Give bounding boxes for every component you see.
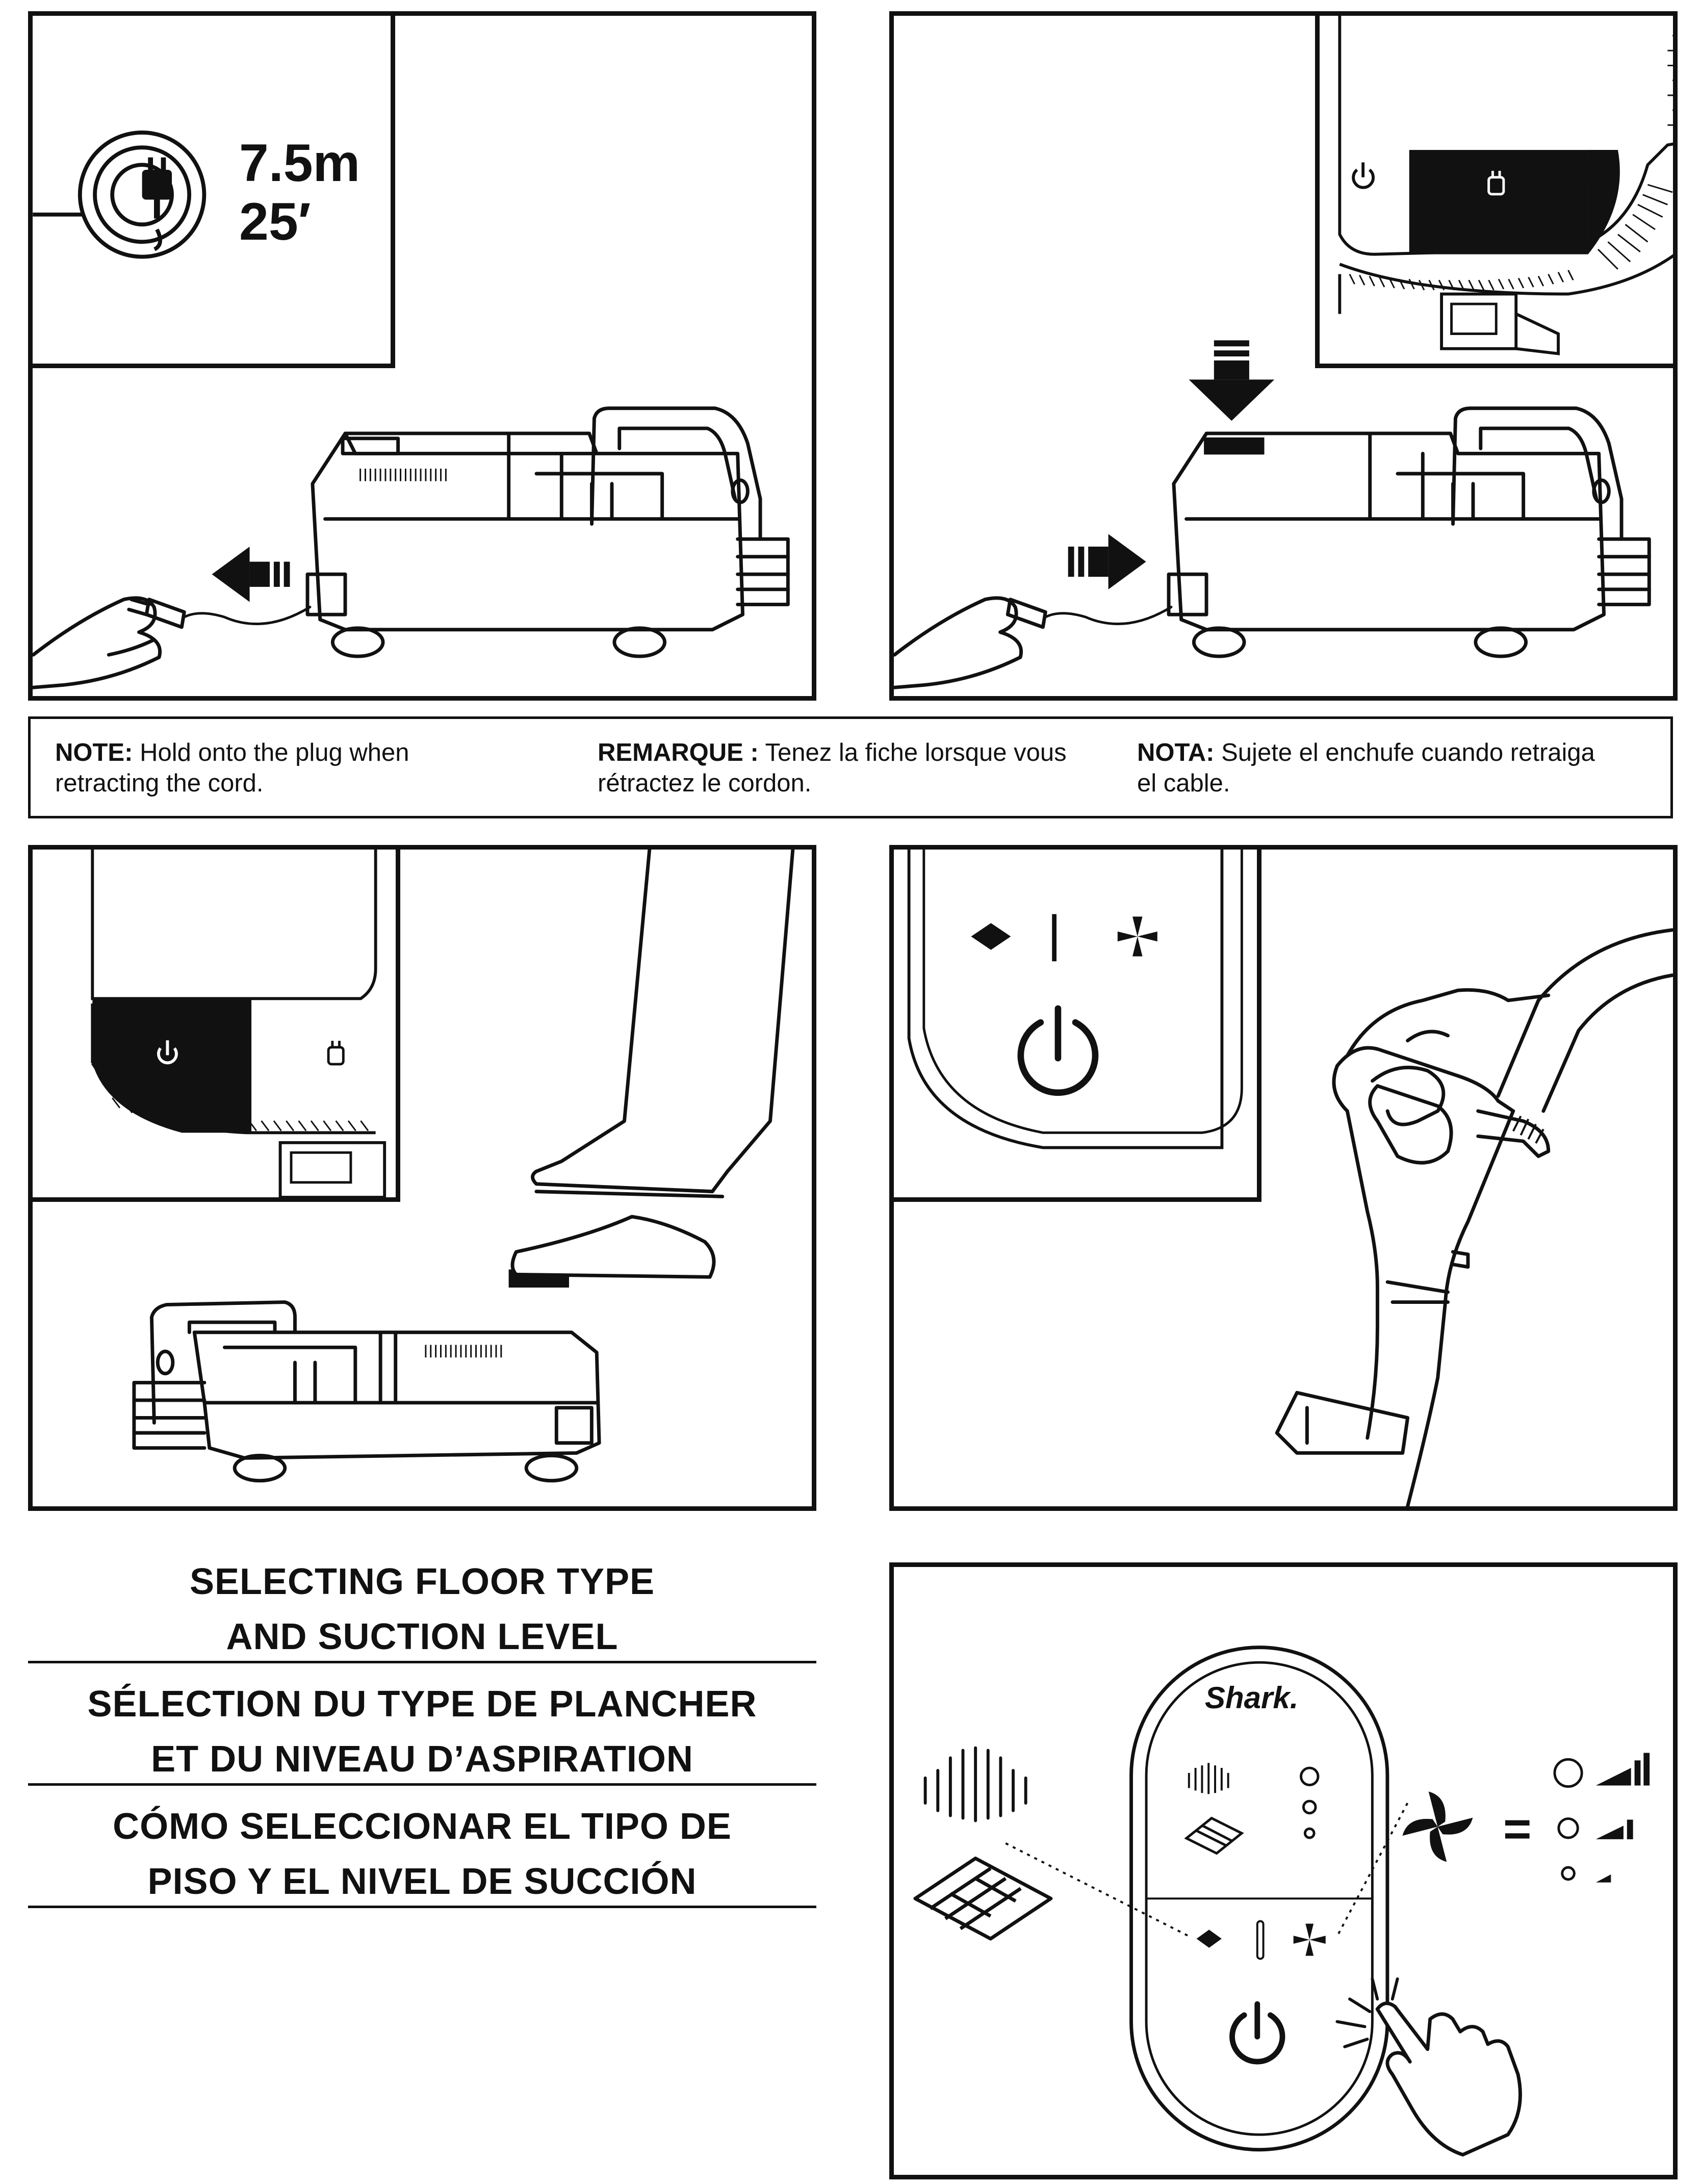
hard-floor-icon bbox=[913, 1856, 1053, 1941]
hard-floor-icon bbox=[1184, 1816, 1244, 1855]
control-panel-zoom bbox=[907, 850, 1243, 1149]
cord-reel-icon bbox=[33, 131, 207, 259]
carpet-icon bbox=[1188, 1763, 1229, 1794]
signal-strength-icon bbox=[1595, 1874, 1611, 1883]
note-label-fr: REMARQUE : bbox=[598, 739, 759, 766]
plug-icon bbox=[142, 157, 172, 219]
arrow-left-icon bbox=[212, 546, 290, 602]
brand-logo: Shark. bbox=[1205, 1681, 1299, 1715]
note-spanish: NOTA: Sujete el enchufe cuando retraiga … bbox=[1137, 737, 1667, 799]
control-panel-outline bbox=[1129, 1646, 1389, 2152]
plug-icon bbox=[1487, 170, 1505, 196]
cord-button-zoom-inset bbox=[1315, 16, 1673, 368]
note-text-es-2: el cable. bbox=[1137, 769, 1230, 797]
note-label-en: NOTE: bbox=[55, 739, 133, 766]
panel-foot-power bbox=[28, 845, 816, 1511]
fan-icon bbox=[1117, 916, 1157, 957]
panel-floor-suction: Shark. = bbox=[889, 1562, 1678, 2179]
note-text-en-2: retracting the cord. bbox=[55, 769, 264, 797]
heading-es-line2: PISO Y EL NIVEL DE SUCCIÓN bbox=[147, 1861, 697, 1902]
arrow-right-icon bbox=[1068, 534, 1146, 589]
heading-es-line1: CÓMO SELECCIONAR EL TIPO DE bbox=[113, 1806, 732, 1847]
vacuum-foot-illustration bbox=[132, 850, 795, 1483]
indicator-led-low bbox=[1303, 1827, 1316, 1839]
power-icon bbox=[1017, 1005, 1099, 1096]
note-french: REMARQUE : Tenez la fiche lorsque vous r… bbox=[598, 737, 1133, 799]
panel-handle-controls bbox=[889, 845, 1678, 1511]
indicator-led-mid bbox=[1302, 1800, 1317, 1815]
pointing-hand-icon bbox=[1375, 2001, 1522, 2157]
power-icon bbox=[157, 1040, 178, 1065]
fan-icon bbox=[1293, 1923, 1326, 1956]
panel-cord-button bbox=[889, 11, 1678, 701]
signal-strength-icon bbox=[1595, 1819, 1633, 1839]
divider-line bbox=[1052, 914, 1057, 962]
panel-cord-retract: 7.5m 25′ bbox=[28, 11, 816, 701]
carpet-icon bbox=[923, 1746, 1027, 1822]
cord-length-imperial: 25′ bbox=[239, 192, 311, 251]
note-text-en-1: Hold onto the plug when bbox=[140, 739, 409, 766]
signal-strength-icon bbox=[1595, 1753, 1650, 1786]
note-text-es-1: Sujete el enchufe cuando retraiga bbox=[1221, 739, 1595, 766]
equals-sign: = bbox=[1503, 1802, 1532, 1856]
note-label-es: NOTA: bbox=[1137, 739, 1215, 766]
handle-grip-illustration bbox=[1275, 928, 1673, 1506]
heading-fr-line2: ET DU NIVEAU D’ASPIRATION bbox=[151, 1739, 693, 1780]
vacuum-cord-button-illustration bbox=[894, 340, 1651, 689]
heading-divider-1 bbox=[28, 1661, 816, 1663]
power-icon bbox=[1352, 162, 1375, 189]
heading-en-line2: AND SUCTION LEVEL bbox=[226, 1616, 619, 1657]
note-text-fr-2: rétractez le cordon. bbox=[598, 769, 812, 797]
power-icon bbox=[1229, 2001, 1285, 2065]
cord-length-metric: 7.5m bbox=[239, 134, 360, 193]
note-text-fr-1: Tenez la fiche lorsque vous bbox=[765, 739, 1067, 766]
control-panel-zoom-inset bbox=[894, 850, 1261, 1202]
arrow-down-icon bbox=[1189, 340, 1275, 421]
power-button-zoom-inset bbox=[33, 850, 400, 1202]
diamond-icon bbox=[1196, 1930, 1222, 1948]
indicator-led-high bbox=[1300, 1766, 1320, 1787]
floor-suction-diagram bbox=[913, 1646, 1650, 2157]
vacuum-cord-illustration bbox=[33, 406, 790, 689]
control-zoom bbox=[1338, 16, 1673, 355]
note-box: NOTE: Hold onto the plug when retracting… bbox=[28, 716, 1673, 818]
heading-divider-2 bbox=[28, 1783, 816, 1786]
cord-length-inset: 7.5m 25′ bbox=[33, 16, 395, 368]
fan-icon bbox=[1402, 1791, 1473, 1862]
heading-fr-line1: SÉLECTION DU TYPE DE PLANCHER bbox=[87, 1684, 757, 1725]
note-english: NOTE: Hold onto the plug when retracting… bbox=[55, 737, 565, 799]
diamond-icon bbox=[971, 923, 1011, 950]
plug-icon bbox=[327, 1041, 345, 1066]
power-zoom bbox=[91, 850, 387, 1197]
heading-en-line1: SELECTING FLOOR TYPE bbox=[189, 1561, 655, 1602]
heading-divider-3 bbox=[28, 1906, 816, 1908]
